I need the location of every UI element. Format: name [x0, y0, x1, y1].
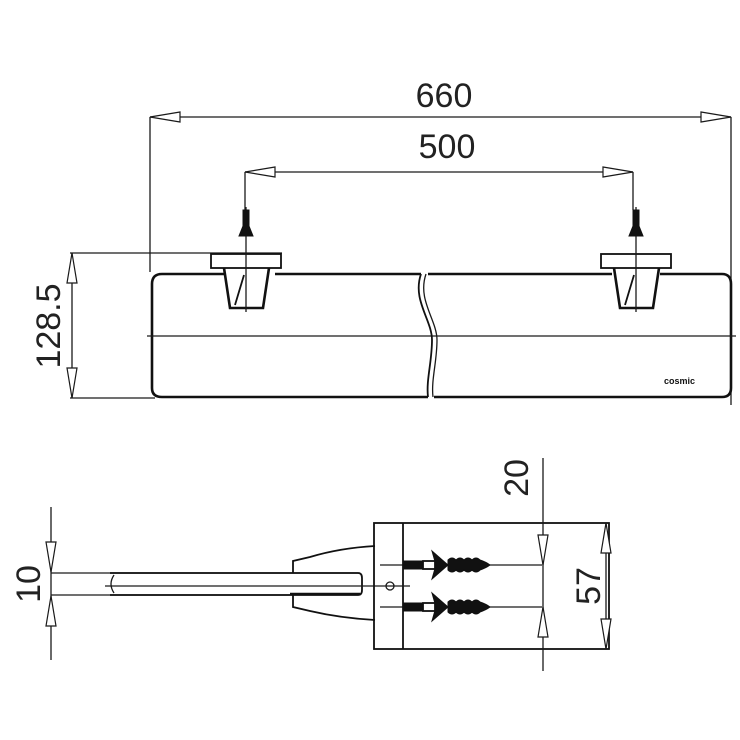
arrow-up-icon [66, 252, 78, 284]
dimension-label-57: 57 [570, 567, 608, 605]
break-line [417, 273, 433, 398]
arrow-right-icon [602, 166, 634, 178]
dimension-mounting-distance: 500 [244, 128, 634, 210]
brand-logo: cosmic [664, 376, 695, 386]
dimension-overall-length: 660 [149, 77, 732, 405]
arrow-down-icon [45, 541, 57, 573]
screw-icon [238, 209, 254, 237]
rail-profile [105, 545, 380, 621]
dimension-label-128-5: 128.5 [30, 283, 68, 368]
arrow-down-icon [600, 618, 612, 650]
dimension-label-20: 20 [498, 459, 536, 497]
mounting-bracket-left [210, 207, 282, 312]
arrow-up-icon [45, 595, 57, 627]
arrow-left-icon [244, 166, 276, 178]
wall-anchor-bottom [380, 591, 542, 623]
dimension-label-500: 500 [419, 128, 476, 166]
front-view: 660 500 128.5 [30, 77, 736, 405]
dimension-bar-thickness: 10 [10, 507, 360, 660]
wall-plate [373, 522, 610, 650]
arrow-up-icon [537, 606, 549, 638]
rail-body [147, 272, 736, 399]
arrow-down-icon [66, 367, 78, 399]
dimension-label-10: 10 [10, 565, 48, 603]
dimension-height: 128.5 [30, 252, 282, 399]
dimension-screw-offset: 20 [498, 458, 549, 671]
wall-anchor-top [380, 549, 542, 581]
side-view: 10 [10, 458, 612, 671]
arrow-up-icon [600, 522, 612, 554]
dimension-plate-height: 57 [570, 522, 612, 650]
screw-icon [628, 209, 644, 237]
mounting-bracket-right [600, 207, 672, 312]
arrow-down-icon [537, 534, 549, 566]
dimension-label-660: 660 [416, 77, 473, 115]
arrow-left-icon [149, 111, 181, 123]
arrow-right-icon [700, 111, 732, 123]
